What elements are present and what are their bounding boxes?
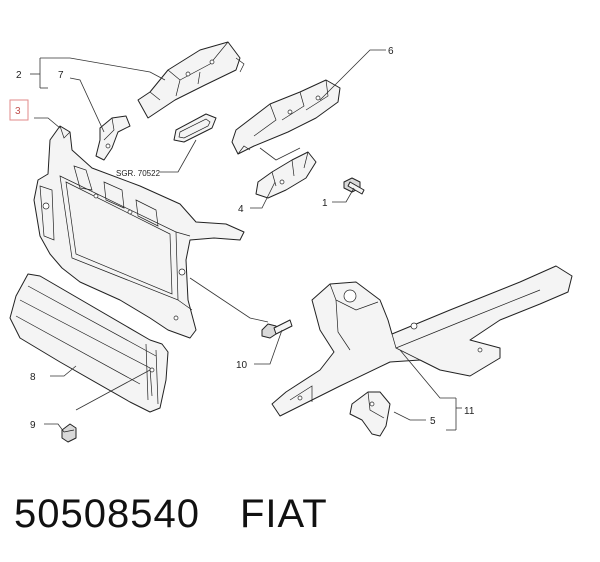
callout-6: 6: [388, 46, 394, 57]
brand-name: FIAT: [239, 492, 328, 536]
part-4-lower-bracket: [255, 151, 317, 199]
part-5-bracket: [349, 391, 391, 437]
part-6-right-upper-member: [231, 79, 341, 155]
part-number: 50508540: [14, 492, 200, 536]
part-1-bolt: [343, 177, 365, 195]
part-11-side-member: [271, 265, 573, 417]
callout-11: 11: [464, 406, 475, 417]
callout-2: 2: [16, 70, 22, 81]
callout-8: 8: [30, 372, 36, 383]
callout-9: 9: [30, 420, 36, 431]
callout-10: 10: [236, 360, 248, 371]
part-9-clip: [61, 423, 77, 443]
seal-ring: [173, 113, 217, 143]
callout-1: 1: [322, 198, 328, 209]
callout-3-highlight: [9, 99, 29, 121]
callout-5: 5: [430, 416, 436, 427]
callout-3: 3: [15, 106, 21, 117]
leader-lines: [30, 49, 462, 433]
part-2-upper-rail: [137, 41, 245, 119]
callout-labels: 2 7 3 SGR. 70522 6 4 1 8 10 9 5 11: [9, 46, 475, 431]
part-3-front-end-carrier: [33, 125, 245, 339]
part-8-lower-crossbeam: [9, 273, 169, 413]
callout-4: 4: [238, 204, 244, 215]
part-10-bolt: [261, 319, 293, 339]
seal-label: SGR. 70522: [116, 169, 161, 178]
footer: 50508540 FIAT: [14, 492, 328, 542]
exploded-parts-diagram: 2 7 3 SGR. 70522 6 4 1 8 10 9 5 11: [9, 41, 573, 443]
callout-7: 7: [58, 70, 64, 81]
part-7-bracket: [95, 115, 131, 161]
